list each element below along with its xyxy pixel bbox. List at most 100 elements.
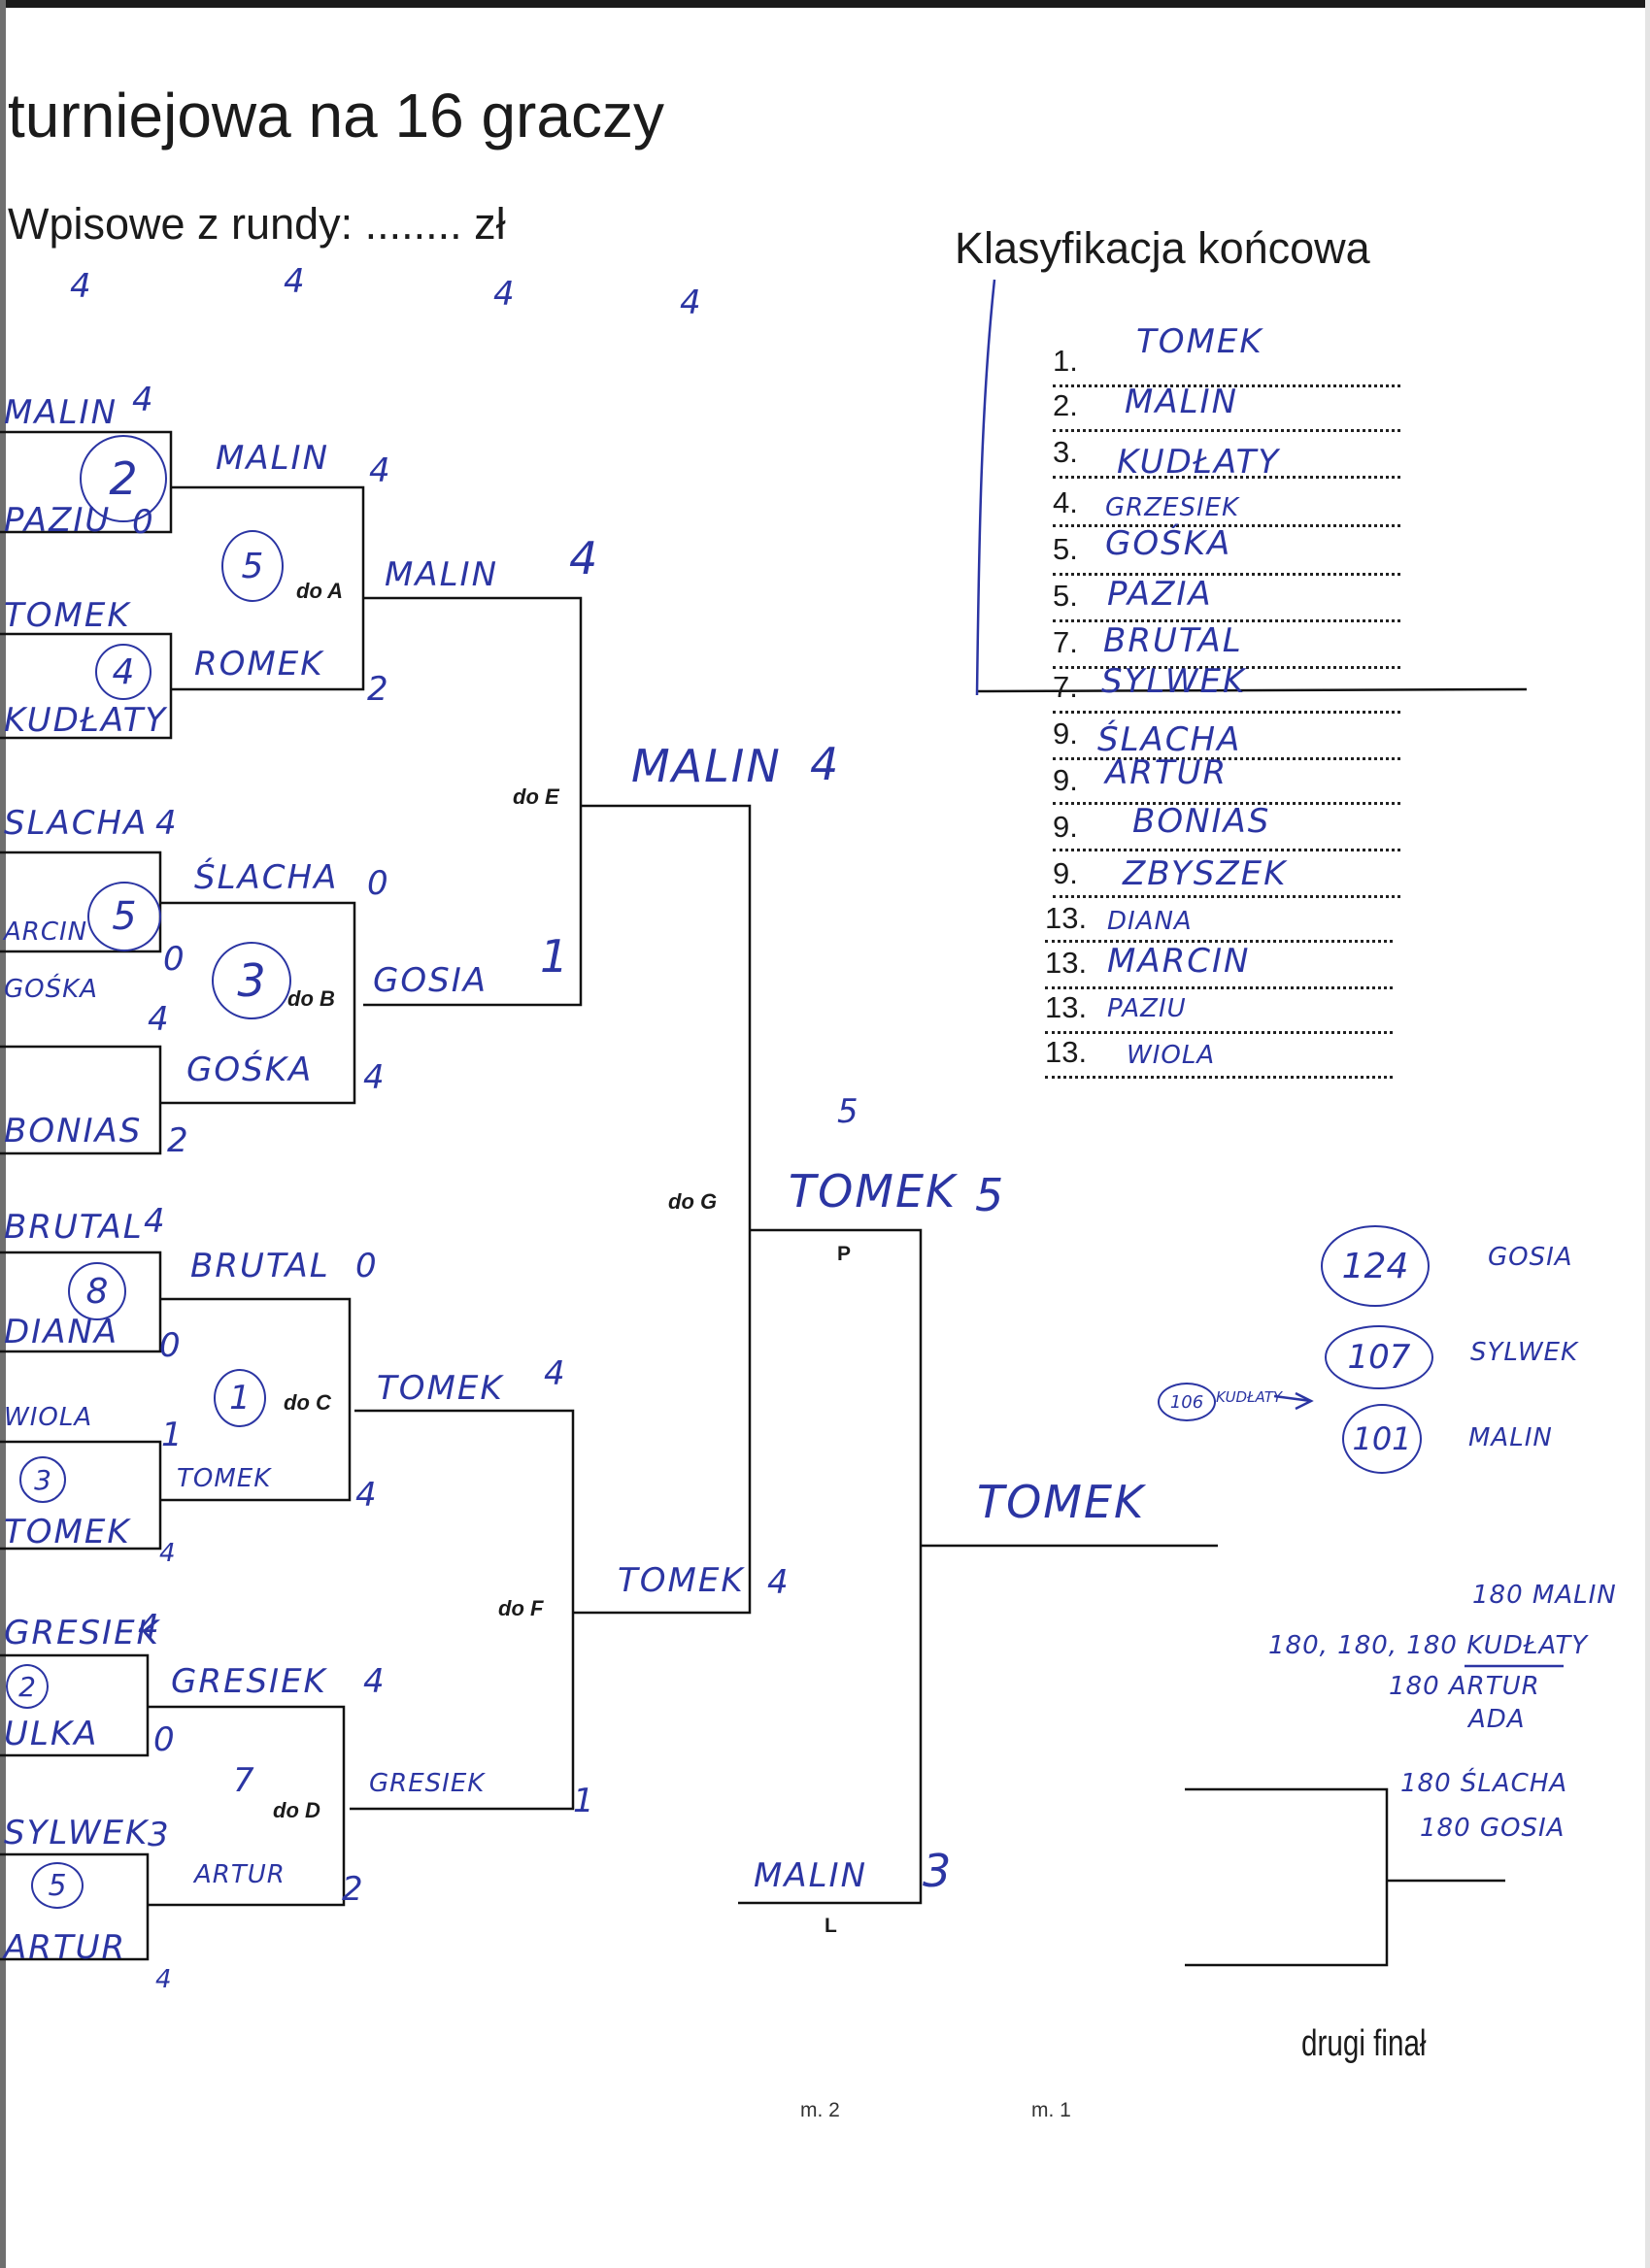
- code-do-d: do D: [273, 1798, 320, 1822]
- high-finish-name: GOSIA: [1488, 1243, 1573, 1272]
- r1-m7-s1: 4: [138, 1608, 161, 1647]
- r1-m5-s2: 0: [159, 1326, 183, 1365]
- r1-m8-board: 5: [31, 1862, 84, 1909]
- max-180-line: 180, 180, 180 KUDŁATY: [1268, 1631, 1589, 1660]
- rank-label: 9.: [1053, 810, 1078, 844]
- r1-m4-s2: 2: [167, 1121, 190, 1160]
- rank-dots: [1045, 1031, 1393, 1034]
- rank-label: 5.: [1053, 579, 1078, 613]
- rank-dots: [1053, 802, 1400, 805]
- rank-name: ZBYSZEK: [1123, 854, 1288, 893]
- rank-label: 13.: [1045, 946, 1088, 980]
- r1-m3-board: 5: [87, 882, 161, 951]
- round-fee: 4: [680, 284, 703, 322]
- code-p: P: [837, 1243, 852, 1265]
- final-top-name: TOMEK: [789, 1165, 958, 1217]
- r1-m1-s1: 4: [132, 381, 155, 419]
- r2-name-1: MALIN: [216, 439, 329, 478]
- r1-m6-board: 3: [19, 1456, 66, 1503]
- winner-name: TOMEK: [977, 1476, 1146, 1528]
- r1-m2-p2: KUDŁATY: [4, 701, 168, 740]
- rank-dots: [1053, 429, 1400, 432]
- code-do-a: do A: [296, 579, 344, 603]
- r4-name-1: MALIN: [631, 740, 782, 792]
- r4-name-2: TOMEK: [618, 1561, 745, 1600]
- high-finish-name: KUDŁATY: [1216, 1388, 1283, 1406]
- rank-name: GRZESIEK: [1105, 493, 1240, 522]
- rank-name: ARTUR: [1105, 753, 1229, 792]
- high-finish-name: MALIN: [1468, 1423, 1553, 1452]
- r1-m8-s2: 4: [155, 1965, 173, 1994]
- rank-dots: [1053, 895, 1400, 898]
- r3-score-4: 1: [573, 1782, 596, 1820]
- final-bottom-score: 3: [923, 1845, 954, 1897]
- code-do-e: do E: [513, 784, 559, 809]
- rank-dots: [1053, 619, 1400, 622]
- r2-score-3: 0: [367, 864, 390, 903]
- r3-name-3: TOMEK: [377, 1369, 504, 1408]
- r1-m6-s1: 1: [161, 1416, 185, 1454]
- rank-name: TOMEK: [1136, 322, 1263, 361]
- rank-dots: [1045, 1076, 1393, 1079]
- code-do-b: do B: [287, 986, 335, 1011]
- rank-label: 7.: [1053, 670, 1078, 704]
- r1-m1-s2: 0: [132, 503, 155, 542]
- scan-left-edge: [0, 0, 6, 2268]
- place-m1-label: m. 1: [1031, 2099, 1071, 2121]
- r1-m8-p2: ARTUR: [4, 1928, 127, 1967]
- r1-m7-p1: GRESIEK: [4, 1614, 160, 1652]
- r1-m5-board: 8: [68, 1262, 126, 1320]
- r1-m3-p1: SLACHA: [4, 804, 149, 843]
- scan-right-edge: [1645, 0, 1650, 2268]
- rank-dots: [1053, 384, 1400, 387]
- rank-label: 2.: [1053, 388, 1078, 422]
- r1-m7-s2: 0: [153, 1720, 177, 1759]
- rank-label: 9.: [1053, 856, 1078, 890]
- r2-board-1: 5: [221, 530, 284, 602]
- high-finish-value: 101: [1342, 1404, 1422, 1474]
- rank-name: PAZIU: [1107, 994, 1187, 1023]
- code-l: L: [825, 1915, 837, 1937]
- high-finish-value: 107: [1325, 1325, 1433, 1389]
- rank-label: 13.: [1045, 901, 1088, 935]
- r2-name-3: ŚLACHA: [194, 858, 339, 897]
- high-finish-value: 124: [1321, 1225, 1430, 1307]
- r2-name-8: ARTUR: [194, 1860, 286, 1889]
- final-bottom-name: MALIN: [754, 1856, 867, 1895]
- page-title: turniejowa na 16 graczy: [8, 81, 664, 150]
- r1-m5-p2: DIANA: [4, 1313, 119, 1351]
- r2-board-4: 7: [233, 1761, 256, 1800]
- r1-m5-p1: BRUTAL: [4, 1208, 144, 1247]
- rank-name: MALIN: [1125, 383, 1238, 421]
- code-do-g: do G: [668, 1189, 718, 1214]
- high-finish-value: 106: [1158, 1383, 1216, 1421]
- rank-dots: [1053, 476, 1400, 479]
- rank-label: 7.: [1053, 625, 1078, 659]
- r3-score-3: 4: [544, 1354, 567, 1393]
- rank-label: 4.: [1053, 485, 1078, 519]
- code-do-f: do F: [498, 1596, 544, 1620]
- r4-score-1: 4: [810, 738, 841, 790]
- r1-m7-board: 2: [6, 1664, 49, 1709]
- r2-name-5: BRUTAL: [190, 1247, 330, 1285]
- r1-m4-s1: 4: [148, 1000, 171, 1039]
- r3-score-2: 1: [540, 930, 571, 983]
- max-180-line: 180 ŚLACHA: [1400, 1769, 1568, 1798]
- r1-m7-p2: ULKA: [4, 1715, 99, 1753]
- r1-m1-board: 2: [80, 435, 167, 522]
- rank-label: 13.: [1045, 990, 1088, 1024]
- rank-dots: [1053, 524, 1400, 527]
- rank-dots: [1045, 940, 1393, 943]
- max-180-line: 180 ARTUR: [1389, 1672, 1540, 1701]
- r2-name-7: GRESIEK: [171, 1662, 327, 1701]
- r1-m3-s2: 0: [163, 940, 186, 979]
- r1-m2-p1: TOMEK: [4, 596, 131, 635]
- second-final-label: drugi finał: [1301, 2023, 1427, 2064]
- r1-m6-p1: WIOLA: [4, 1403, 93, 1432]
- rank-name: DIANA: [1107, 907, 1193, 936]
- rank-dots: [1045, 986, 1393, 989]
- r2-score-2: 2: [367, 670, 390, 709]
- rank-name: GOŚKA: [1105, 524, 1232, 563]
- final-top-score: 5: [975, 1169, 1006, 1221]
- rank-label: 3.: [1053, 435, 1078, 469]
